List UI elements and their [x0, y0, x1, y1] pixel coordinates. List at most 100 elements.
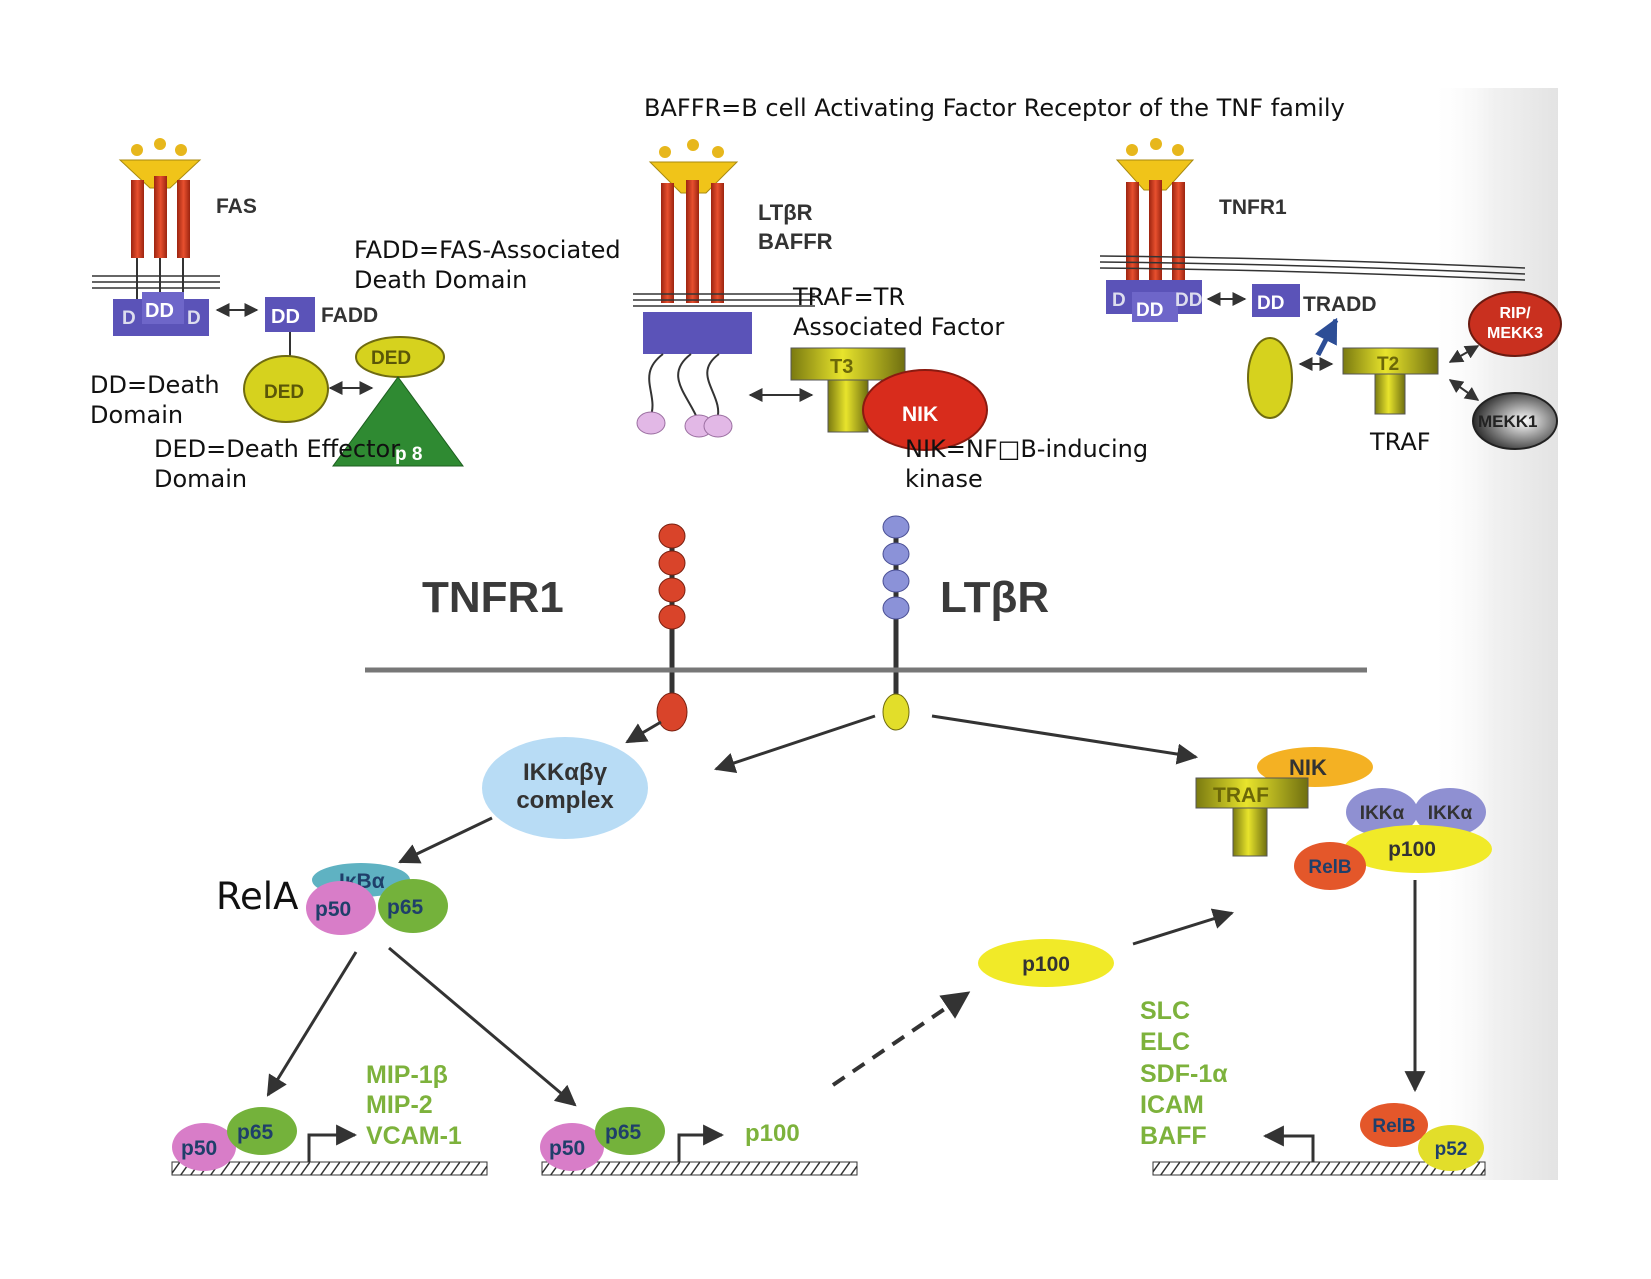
gene1-p65-label: p65 — [237, 1121, 274, 1144]
traf-short-label: TRAF — [1370, 428, 1431, 456]
traf2-label: T2 — [1377, 354, 1399, 375]
rela-p50-label: p50 — [315, 898, 351, 921]
baffr-definition: BAFFR=B cell Activating Factor Receptor … — [644, 94, 1345, 122]
tnfr1-big-label: TNFR1 — [422, 573, 564, 622]
lower-nik-label: NIK — [1289, 755, 1327, 780]
gene3-target-elc: ELC — [1140, 1028, 1190, 1056]
complex-p100-label: p100 — [1388, 838, 1436, 861]
fas-label: FAS — [216, 195, 257, 218]
mekk1-label: MEKK1 — [1478, 412, 1538, 431]
tradd-ded-shape — [1247, 337, 1293, 419]
nik-definition-line1: NIK=NF□B-inducing — [905, 435, 1149, 463]
scan-edge-shading — [1430, 88, 1558, 1180]
rip-mekk3-shape — [1468, 291, 1562, 357]
ikka2-shape — [1414, 788, 1486, 836]
rela-p50-shape — [306, 881, 376, 935]
ltbr-tail-beads — [636, 411, 733, 438]
complex-p100-shape — [1344, 825, 1492, 873]
ltbr-baffr-receptor — [648, 139, 739, 303]
ikka2-label: IKKα — [1428, 803, 1473, 824]
tradd-dd-label: DD — [1257, 293, 1284, 314]
gene3-tss-arrow — [1262, 1125, 1315, 1162]
tradd-dd-box — [1252, 284, 1300, 317]
traf2-shape — [1342, 347, 1439, 415]
rela-gene2-arrow — [388, 946, 577, 1107]
fadd-label: FADD — [321, 304, 378, 327]
gene1-dna — [171, 1161, 488, 1176]
dd-definition-line2: Domain — [90, 401, 184, 429]
ltbr-big-label: LTβR — [940, 573, 1049, 622]
ikk-rela-arrow — [398, 816, 493, 864]
lower-traf-label: TRAF — [1213, 784, 1269, 807]
ltbr-membrane — [633, 293, 815, 307]
mekk3-label: MEKK3 — [1487, 325, 1543, 342]
gene1-p65-shape — [227, 1107, 297, 1155]
gene3-p52-label: p52 — [1435, 1139, 1468, 1160]
gene3-target-slc: SLC — [1140, 997, 1190, 1025]
caspase8-label: p 8 — [395, 444, 422, 465]
fas-dd-cluster — [113, 292, 209, 336]
gene1-target-mip2: MIP-2 — [366, 1091, 433, 1119]
tnfr1-top-receptor — [1115, 138, 1195, 282]
tnfr1-dd-cluster — [1106, 280, 1202, 322]
gene1-target-mip1b: MIP-1β — [366, 1061, 448, 1089]
fas-dd-mid: DD — [145, 300, 174, 322]
ltbr-tails — [648, 353, 720, 421]
ded-definition-line1: DED=Death Effector — [154, 435, 401, 463]
traf-definition-line1: TRAF=TR — [793, 283, 906, 311]
rela-gene1-arrow — [266, 951, 358, 1097]
tnfr1-dd-right: DD — [1175, 290, 1202, 311]
gene1-tss-arrow — [307, 1124, 358, 1162]
lower-nik-shape — [1257, 747, 1373, 787]
gene2-tss-arrow — [677, 1124, 725, 1162]
fadd-definition-line1: FADD=FAS-Associated — [354, 236, 621, 264]
ded-definition-line2: Domain — [154, 465, 248, 493]
ded-bottom-shape — [243, 355, 329, 423]
fas-dd-left: D — [122, 308, 136, 329]
traf3-shape — [790, 347, 906, 433]
ikka1-label: IKKα — [1360, 803, 1405, 824]
rela-p65-label: p65 — [387, 896, 424, 919]
blue-activation-arrow — [1314, 317, 1339, 357]
ikk-complex-line1: IKKαβγ — [523, 759, 608, 786]
ltbr-ikk-arrow — [714, 714, 876, 773]
tnfr1-dd-mid: DD — [1136, 300, 1163, 321]
tradd-label: TRADD — [1303, 293, 1377, 316]
caspase8-shape — [332, 376, 464, 467]
tnfr1-dd-left: D — [1112, 290, 1126, 311]
rela-label: RelA — [216, 875, 299, 918]
traf3-label: T3 — [830, 356, 853, 378]
fas-dd-right: D — [187, 308, 201, 329]
ded-top-label: DED — [371, 348, 411, 369]
gene2-p50-label: p50 — [549, 1137, 585, 1160]
ltbr-panel-label: LTβR — [758, 200, 813, 225]
traf-definition-line2: Associated Factor — [793, 313, 1005, 341]
ltbr-traf-arrow — [931, 714, 1199, 765]
fadd-dd-box — [265, 297, 315, 332]
gene1-p50-label: p50 — [181, 1137, 217, 1160]
fadd-definition-line2: Death Domain — [354, 266, 528, 294]
ltbr-receptor-chain — [882, 515, 910, 731]
gene2-p65-shape — [595, 1107, 665, 1155]
tnfr1-panel-label: TNFR1 — [1219, 196, 1287, 219]
fas-membrane — [92, 275, 220, 289]
tnfr1-ikk-arrow — [625, 720, 662, 744]
ikk-complex-shape — [482, 737, 648, 839]
ikk-complex-line2: complex — [516, 787, 614, 814]
p100-synthesis-arrow — [831, 991, 971, 1087]
gene3-target-icam: ICAM — [1140, 1091, 1204, 1119]
gene2-p65-label: p65 — [605, 1121, 642, 1144]
gene2-dna — [541, 1161, 858, 1176]
gene3-target-sdf1a: SDF-1α — [1140, 1060, 1228, 1088]
rela-p65-shape — [378, 879, 448, 933]
ltbr-intracellular-domain — [643, 312, 752, 354]
gene1-target-vcam1: VCAM-1 — [366, 1122, 462, 1150]
gene3-dna — [1152, 1161, 1486, 1176]
complex-relb-shape — [1294, 842, 1366, 890]
lower-traf-shape — [1195, 777, 1309, 857]
gene3-p52-shape — [1418, 1125, 1484, 1171]
ded-top-shape — [355, 336, 445, 378]
baffr-panel-label: BAFFR — [758, 229, 833, 254]
